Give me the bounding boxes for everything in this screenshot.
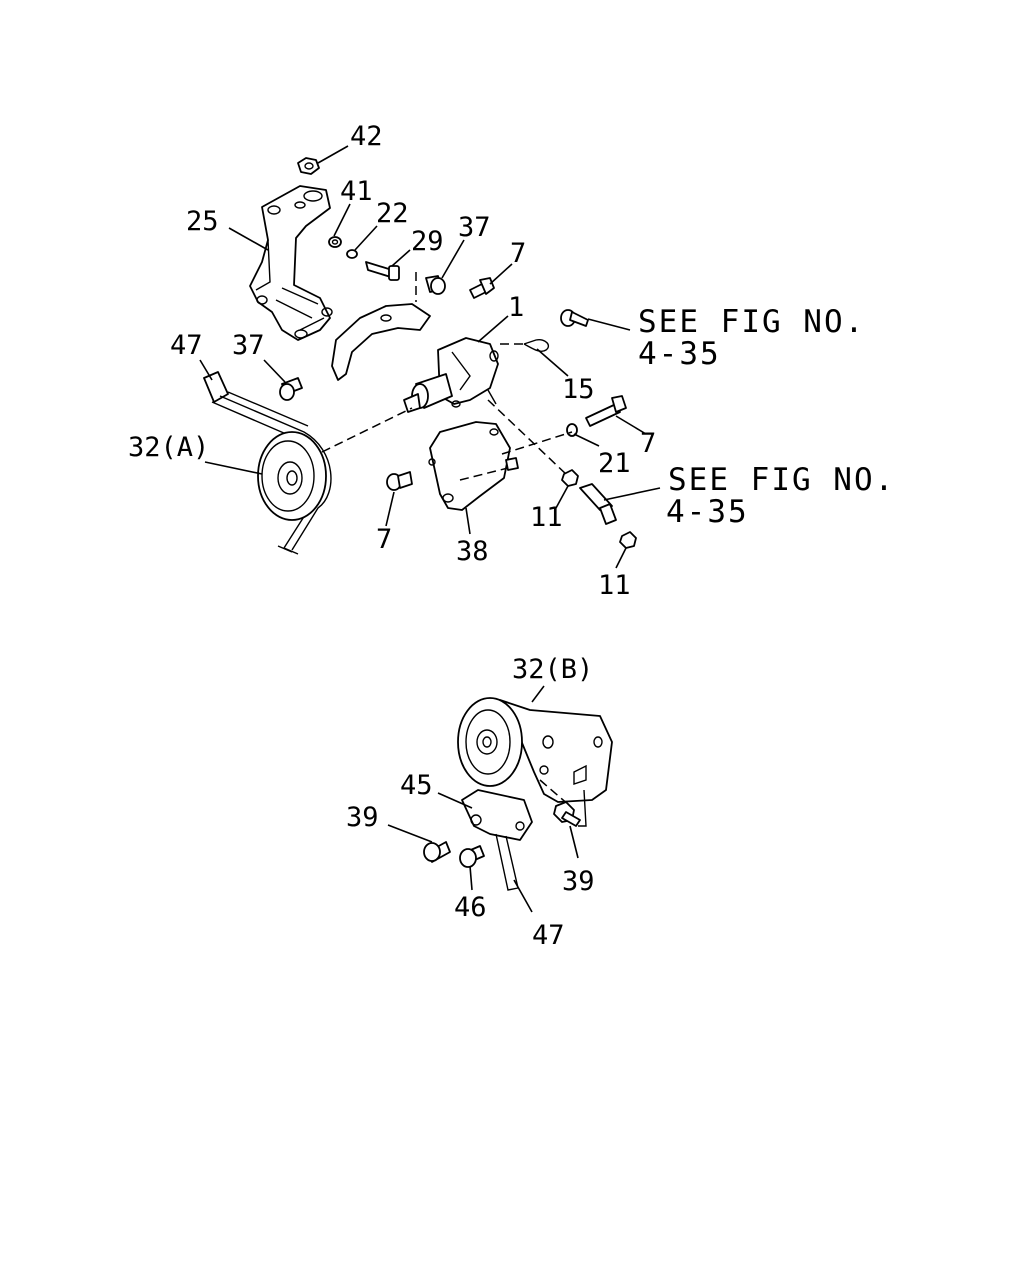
part-11-fitting-lower — [619, 531, 637, 549]
see-fig-ref-2-line1: SEE FIG NO. — [668, 462, 895, 498]
part-47-belt-lower — [495, 833, 519, 891]
part-38-plate — [428, 421, 519, 511]
part-7-bolt-left — [386, 471, 413, 491]
label-11-upper: 11 — [530, 502, 563, 533]
part-29-bolt — [365, 261, 400, 281]
label-45: 45 — [400, 770, 433, 801]
hose-fitting — [579, 483, 617, 525]
label-42: 42 — [350, 121, 383, 152]
part-39-bolt-right — [553, 801, 581, 827]
label-11-lower: 11 — [598, 570, 631, 601]
label-41: 41 — [340, 176, 373, 207]
label-29: 29 — [411, 226, 444, 257]
part-37-bolt-left — [279, 377, 303, 401]
part-7-bolt-right — [585, 395, 627, 427]
adjuster-plate — [331, 272, 431, 381]
label-46: 46 — [454, 892, 487, 923]
part-22-clip — [346, 249, 358, 259]
label-37-top: 37 — [458, 212, 491, 243]
part-32b-tensioner-assembly — [457, 697, 613, 827]
part-37-bolt-top — [425, 275, 446, 295]
part-11-fitting-upper — [561, 469, 579, 487]
label-39-right: 39 — [562, 866, 595, 897]
bolt-to-fig-4-35 — [560, 309, 589, 327]
part-7-bolt-top — [469, 277, 495, 299]
part-42-nut — [297, 157, 320, 175]
label-38: 38 — [456, 536, 489, 567]
label-37-left: 37 — [232, 330, 265, 361]
label-21: 21 — [598, 448, 631, 479]
label-47-lower: 47 — [532, 920, 565, 951]
label-7-right: 7 — [640, 428, 656, 459]
see-fig-ref-1-line2: 4-35 — [638, 336, 721, 372]
label-39-left: 39 — [346, 802, 379, 833]
part-45-bracket — [461, 789, 533, 841]
label-15: 15 — [562, 374, 595, 405]
part-32a-pulley — [257, 431, 327, 521]
label-25: 25 — [186, 206, 219, 237]
label-47-upper: 47 — [170, 330, 203, 361]
part-1-tensioner — [403, 337, 499, 413]
assembly-lines — [321, 343, 573, 477]
label-7-top: 7 — [510, 238, 526, 269]
label-32a: 32(A) — [128, 432, 209, 463]
label-1: 1 — [508, 292, 524, 323]
see-fig-ref-1-line1: SEE FIG NO. — [638, 304, 865, 340]
part-41-washer — [328, 236, 342, 248]
part-39-bolt-left — [423, 841, 451, 863]
leader-lines — [199, 145, 661, 913]
part-25-bracket — [249, 185, 333, 341]
see-fig-ref-2-line2: 4-35 — [666, 494, 749, 530]
label-32b: 32(B) — [512, 654, 593, 685]
part-15-clip — [523, 338, 550, 353]
label-22: 22 — [376, 198, 409, 229]
part-46-bolt — [459, 845, 485, 868]
label-7-left: 7 — [376, 524, 392, 555]
